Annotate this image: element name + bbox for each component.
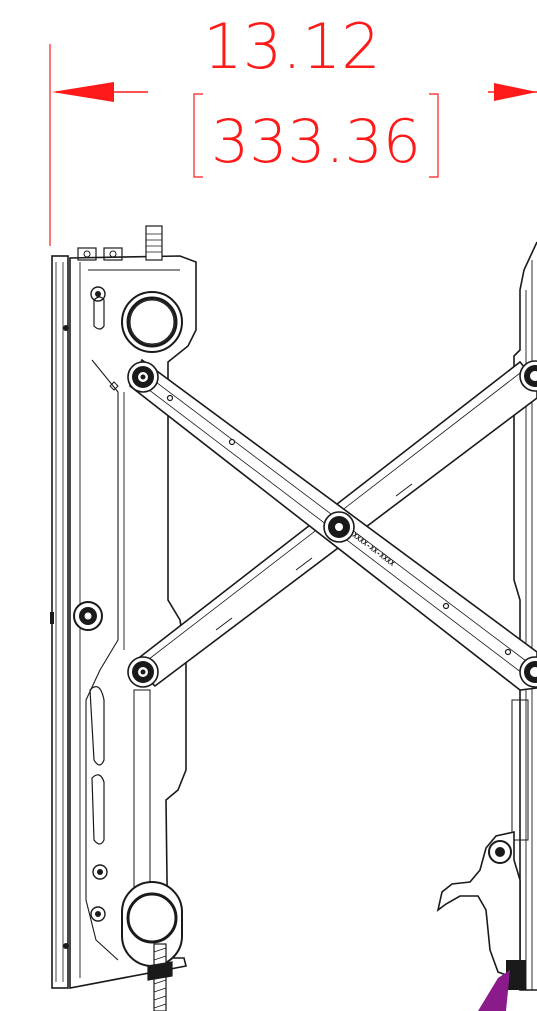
release-handle	[478, 970, 510, 1011]
adjustment-knob	[73, 601, 103, 631]
pivot-top-right	[519, 360, 537, 392]
right-bracket	[436, 241, 537, 991]
arrowhead-left	[52, 82, 114, 102]
top-roller-left	[121, 291, 183, 353]
bracket-right	[429, 93, 439, 178]
bottom-threaded-rod	[147, 943, 173, 1011]
width-dimension	[49, 44, 537, 246]
left-wall-rail	[50, 255, 69, 989]
dimension-millimeters: 333.36	[211, 107, 421, 177]
rail-screw-bottom	[63, 943, 69, 949]
bracket-left	[193, 93, 203, 178]
center-pivot	[323, 511, 355, 543]
rail-screw-top	[63, 325, 69, 331]
pivot-top-left	[127, 361, 159, 393]
arrowhead-right	[494, 83, 537, 101]
rail-outer	[51, 255, 69, 989]
pivot-bottom-right	[519, 656, 537, 688]
dimension-inches: 13.12	[203, 10, 381, 83]
pivot-bottom-left	[127, 656, 159, 688]
bottom-roller-left	[121, 881, 183, 967]
